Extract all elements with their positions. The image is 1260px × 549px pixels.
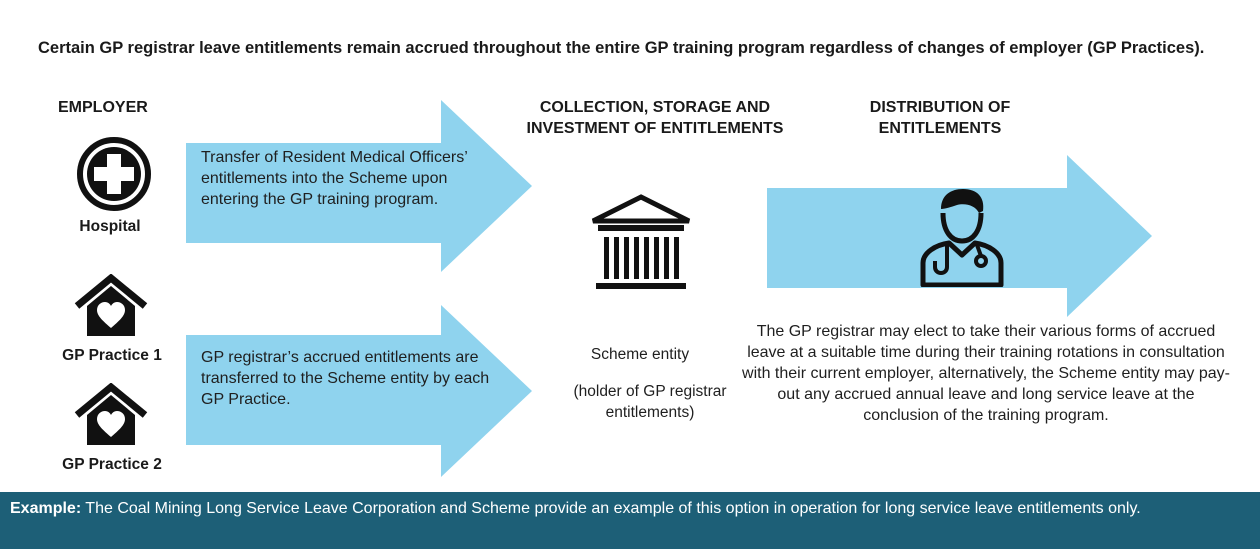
top-arrow-text: Transfer of Resident Medical Officers’ e… (201, 149, 468, 208)
medical-cross-icon (77, 137, 151, 211)
example-text: The Coal Mining Long Service Leave Corpo… (81, 500, 1141, 517)
distribution-text: The GP registrar may elect to take their… (742, 323, 1230, 424)
transfer-arrow-bottom (186, 305, 532, 477)
scheme-entity-name: Scheme entity (590, 346, 690, 363)
distribution-heading: DISTRIBUTION OF ENTITLEMENTS (869, 99, 1011, 137)
house-heart-icon (74, 274, 148, 336)
hospital-label: Hospital (79, 218, 141, 235)
bottom-arrow-text: GP registrar’s accrued entitlements are … (201, 349, 490, 408)
bank-building-icon (591, 194, 691, 289)
intro-text: Certain GP registrar leave entitlements … (38, 39, 1205, 57)
house-heart-icon (74, 383, 148, 445)
scheme-entity-note: (holder of GP registrar entitlements) (573, 383, 727, 421)
distribution-arrow (767, 155, 1152, 317)
gp-practice-1-label: GP Practice 1 (62, 347, 162, 364)
employer-heading: EMPLOYER (58, 99, 148, 116)
example-label: Example: (10, 500, 82, 517)
example-footer: Example: The Coal Mining Long Service Le… (0, 492, 1260, 549)
transfer-arrow-top (186, 100, 532, 272)
gp-practice-2-label: GP Practice 2 (62, 456, 162, 473)
doctor-icon (920, 189, 1004, 287)
collection-heading: COLLECTION, STORAGE AND INVESTMENT OF EN… (526, 99, 784, 137)
